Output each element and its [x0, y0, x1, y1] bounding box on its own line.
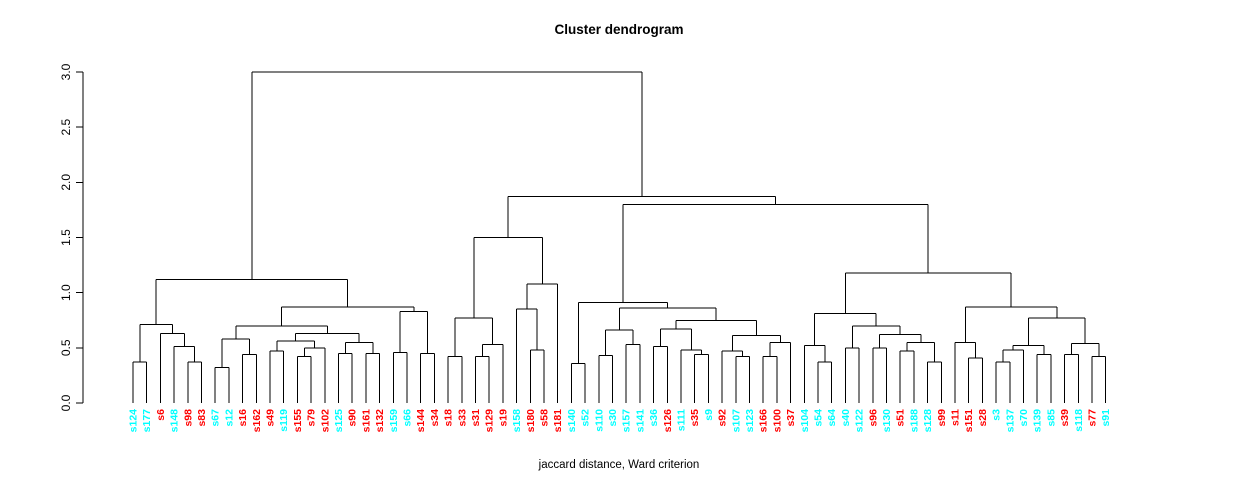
chart-caption: jaccard distance, Ward criterion	[538, 459, 700, 471]
leaf-label-s110: s110	[593, 409, 605, 432]
leaf-label-s181: s181	[552, 409, 564, 433]
leaf-label-s9: s9	[703, 409, 715, 421]
leaf-label-s31: s31	[470, 409, 482, 427]
leaf-label-s91: s91	[1100, 409, 1112, 427]
leaf-label-s36: s36	[648, 409, 660, 427]
leaf-label-s49: s49	[265, 409, 277, 427]
leaf-label-s129: s129	[484, 409, 496, 433]
leaf-label-s118: s118	[1073, 409, 1085, 432]
leaf-label-s28: s28	[977, 409, 989, 427]
leaf-label-s77: s77	[1087, 409, 1099, 427]
leaf-label-s64: s64	[826, 409, 838, 427]
leaf-label-s40: s40	[840, 409, 852, 427]
leaf-label-s102: s102	[319, 409, 331, 433]
leaf-label-s137: s137	[1004, 409, 1016, 433]
leaf-label-s34: s34	[429, 409, 441, 427]
y-axis-tick-label: 1.5	[59, 229, 73, 246]
leaf-label-s126: s126	[662, 409, 674, 433]
leaf-label-s79: s79	[306, 409, 318, 427]
leaf-label-s188: s188	[908, 409, 920, 433]
y-axis-tick-label: 0.5	[59, 339, 73, 356]
leaf-label-s111: s111	[676, 409, 688, 431]
leaf-label-s128: s128	[922, 409, 934, 433]
leaf-label-s123: s123	[744, 409, 756, 433]
leaf-label-s98: s98	[182, 409, 194, 427]
leaf-label-s85: s85	[1045, 409, 1057, 427]
y-axis-tick-label: 2.0	[59, 174, 73, 191]
leaf-label-s161: s161	[360, 409, 372, 433]
leaf-label-s6: s6	[155, 409, 167, 421]
leaf-label-s16: s16	[237, 409, 249, 427]
leaf-label-s3: s3	[991, 409, 1003, 421]
leaf-label-s151: s151	[963, 409, 975, 433]
leaf-label-s12: s12	[223, 409, 235, 427]
leaf-label-s122: s122	[854, 409, 866, 433]
leaf-label-s177: s177	[141, 409, 153, 433]
leaf-label-s90: s90	[347, 409, 359, 427]
leaf-label-s37: s37	[785, 409, 797, 427]
leaf-label-s157: s157	[621, 409, 633, 433]
leaf-label-s52: s52	[580, 409, 592, 427]
leaf-label-s99: s99	[936, 409, 948, 427]
leaf-label-s104: s104	[799, 409, 811, 433]
leaf-label-s162: s162	[251, 409, 263, 433]
leaf-label-s58: s58	[539, 409, 551, 427]
leaf-label-s30: s30	[607, 409, 619, 427]
leaf-label-s139: s139	[1032, 409, 1044, 433]
leaf-label-s39: s39	[1059, 409, 1071, 427]
dendrogram-tree-lines	[132, 71, 1107, 403]
y-axis-tick-label: 0.0	[59, 394, 73, 411]
leaf-label-s51: s51	[895, 409, 907, 427]
leaf-label-s70: s70	[1018, 409, 1030, 427]
leaf-label-s166: s166	[758, 409, 770, 433]
leaf-label-s18: s18	[443, 409, 455, 427]
leaf-label-s33: s33	[456, 409, 468, 427]
leaf-label-s141: s141	[634, 409, 646, 433]
leaf-label-s159: s159	[388, 409, 400, 433]
leaf-label-s66: s66	[402, 409, 414, 427]
leaf-label-s54: s54	[813, 409, 825, 427]
leaf-label-s148: s148	[169, 409, 181, 433]
leaf-label-s119: s119	[278, 409, 290, 432]
leaf-label-s130: s130	[881, 409, 893, 433]
leaf-label-s124: s124	[128, 409, 140, 433]
leaf-label-s67: s67	[210, 409, 222, 427]
y-axis-tick-label: 3.0	[59, 63, 73, 80]
leaf-label-s144: s144	[415, 409, 427, 433]
leaf-label-s83: s83	[196, 409, 208, 427]
leaf-label-s11: s11	[950, 409, 962, 426]
leaf-label-s96: s96	[867, 409, 879, 427]
leaf-label-s132: s132	[374, 409, 386, 433]
leaf-label-s158: s158	[511, 409, 523, 433]
chart-title: Cluster dendrogram	[554, 22, 684, 37]
leaf-label-s35: s35	[689, 409, 701, 427]
y-axis-tick-label: 1.0	[59, 284, 73, 301]
leaf-label-s100: s100	[771, 409, 783, 433]
leaf-label-s155: s155	[292, 409, 304, 433]
leaf-label-s92: s92	[717, 409, 729, 427]
leaf-label-s107: s107	[730, 409, 742, 433]
leaf-label-s140: s140	[566, 409, 578, 433]
leaf-label-s180: s180	[525, 409, 537, 433]
leaf-label-s125: s125	[333, 409, 345, 433]
y-axis-tick-label: 2.5	[59, 119, 73, 136]
leaf-label-s19: s19	[497, 409, 509, 427]
